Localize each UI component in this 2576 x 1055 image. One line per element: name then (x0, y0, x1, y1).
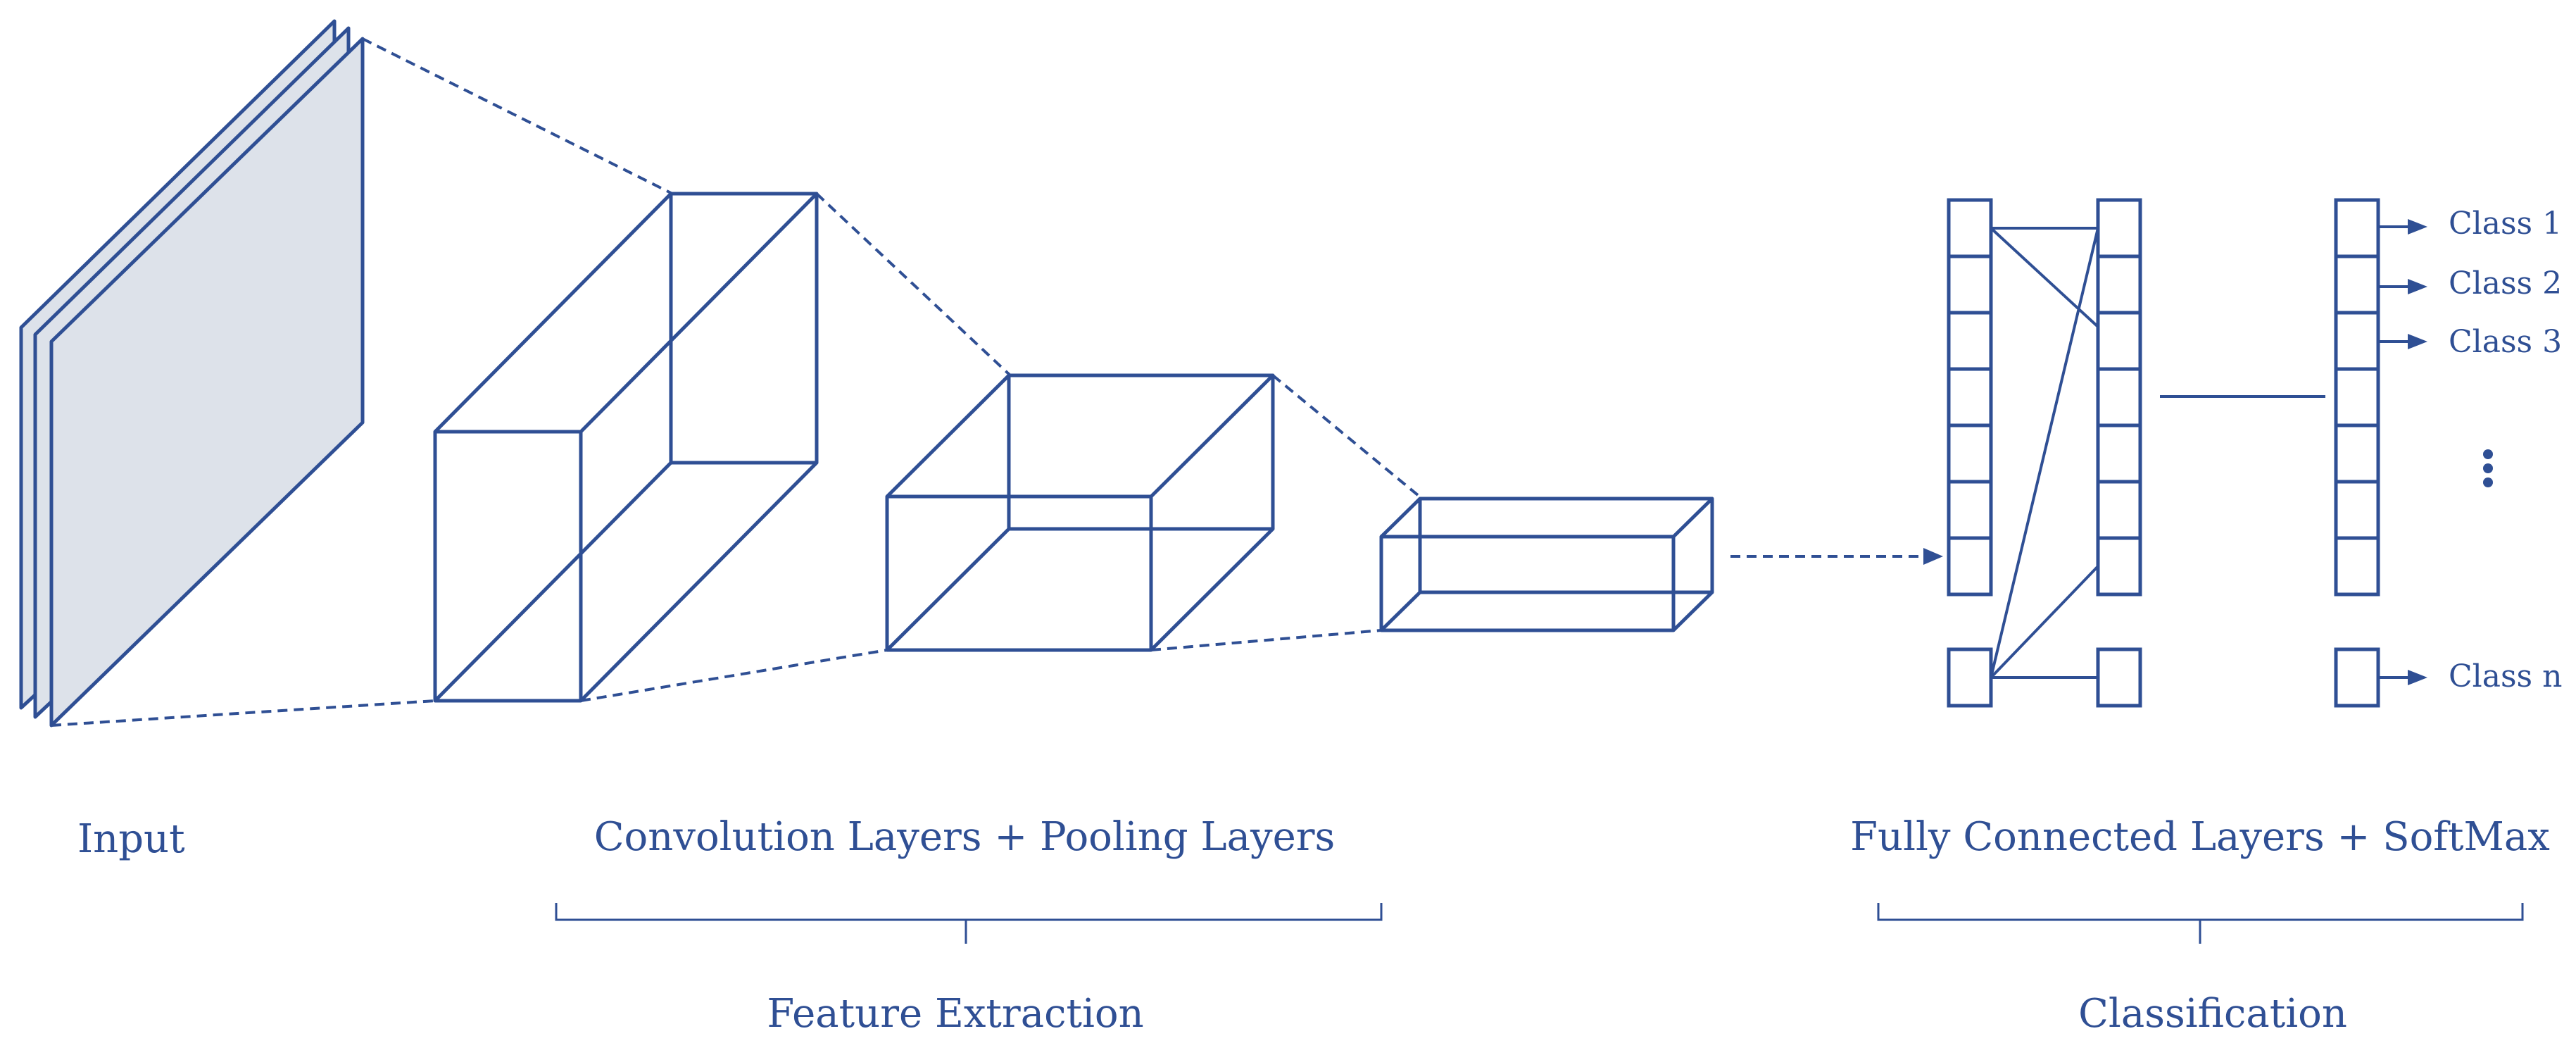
input-image-stack (19, 19, 365, 728)
conv-pool-label: Convolution Layers + Pooling Layers (594, 814, 1336, 860)
classification-label: Classification (2078, 991, 2347, 1037)
input-label: Input (77, 816, 185, 862)
projection-lines-1 (51, 37, 673, 727)
class-label-2: Class 2 (2449, 266, 2562, 301)
fc-layer-2 (2096, 198, 2142, 708)
vertical-ellipsis-icon (2483, 449, 2493, 487)
conv-volume-2 (885, 373, 1275, 652)
fc-connections (1990, 227, 2099, 679)
feature-extraction-label: Feature Extraction (767, 991, 1143, 1037)
conv-volume-1 (433, 192, 819, 703)
fc-layer-1 (1947, 198, 1993, 708)
flatten-arrow (1730, 548, 1943, 565)
softmax-layer (2334, 198, 2380, 708)
input-sheet-front (49, 37, 365, 728)
projection-lines-3 (1150, 374, 1424, 651)
feature-extraction-brace (555, 903, 1383, 944)
class-label-n: Class n (2449, 658, 2562, 694)
fc-softmax-label: Fully Connected Layers + SoftMax (1850, 814, 2550, 860)
projection-lines-2 (580, 192, 1012, 702)
class-label-1: Class 1 (2449, 206, 2562, 242)
classification-brace (1877, 903, 2524, 944)
conv-volume-3 (1379, 497, 1714, 632)
class-label-3: Class 3 (2449, 324, 2562, 360)
class-arrows (2378, 219, 2427, 685)
